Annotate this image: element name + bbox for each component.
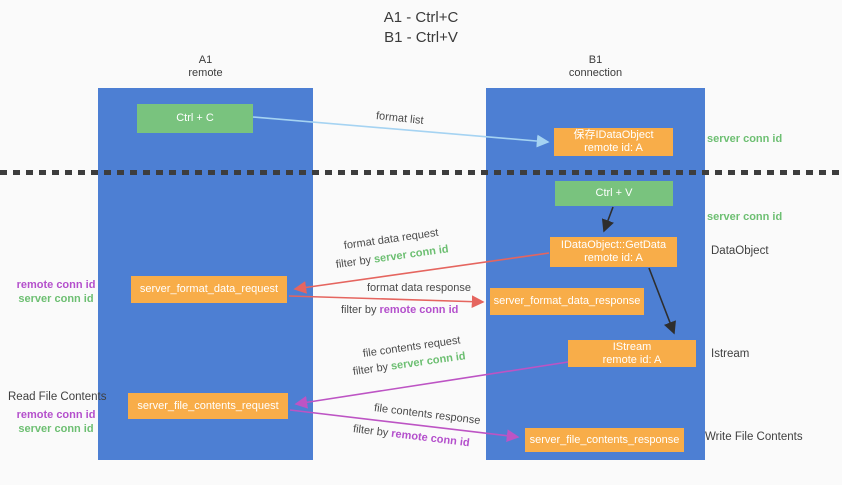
ctrl-c-label: Ctrl + C	[176, 112, 214, 124]
ctrl-v-node: Ctrl + V	[555, 181, 673, 206]
istream-side-label: Istream	[711, 348, 750, 360]
file-contents-response-label: file contents response	[373, 402, 482, 428]
dataobject-label: DataObject	[711, 245, 769, 257]
lane-a-header: A1 remote	[98, 54, 313, 80]
filter-by-remote-conn-id-label-1: filter by remote conn id	[341, 304, 458, 317]
server-format-data-response-label: server_format_data_response	[493, 295, 641, 307]
lane-a-subtitle: remote	[188, 67, 223, 79]
ctrl-v-label: Ctrl + V	[595, 187, 633, 199]
conn-id-pair-bottom: remote conn id server conn id	[14, 408, 98, 436]
getdata-line1: IDataObject::GetData	[560, 239, 667, 251]
lane-b-subtitle: connection	[568, 67, 623, 79]
session-separator-dotted-line	[0, 170, 842, 175]
save-dataobject-line1: 保存IDataObject	[573, 129, 654, 141]
save-dataobject-line2: remote id: A	[584, 142, 643, 154]
server-format-data-request-label: server_format_data_request	[139, 283, 279, 295]
istream-node: IStream remote id: A	[568, 340, 696, 367]
filter-by-text: filter by	[352, 360, 392, 378]
format-data-response-arrow	[288, 295, 485, 309]
title-line-2: B1 - Ctrl+V	[384, 29, 458, 46]
filter-by-remote-conn-id-label-2: filter by remote conn id	[352, 423, 470, 450]
filter-by-text: filter by	[341, 304, 380, 316]
getdata-line2: remote id: A	[584, 252, 643, 264]
diagram-title: A1 - Ctrl+C B1 - Ctrl+V	[0, 8, 842, 48]
conn-id-pair-top: remote conn id server conn id	[14, 278, 98, 306]
format-data-response-label: format data response	[367, 282, 471, 294]
server-conn-id-label-left-bottom: server conn id	[18, 423, 94, 435]
save-dataobject-node: 保存IDataObject remote id: A	[554, 128, 673, 156]
format-list-label: format list	[375, 110, 425, 127]
filter-by-text: filter by	[335, 253, 375, 271]
istream-line2: remote id: A	[602, 353, 662, 366]
server-conn-id-label-mid: server conn id	[707, 211, 783, 223]
title-line-1: A1 - Ctrl+C	[383, 9, 459, 26]
remote-conn-id-label-top: remote conn id	[16, 279, 96, 291]
getdata-node: IDataObject::GetData remote id: A	[550, 237, 677, 267]
server-conn-id-label-left-top: server conn id	[18, 293, 94, 305]
server-file-contents-response-label: server_file_contents_response	[529, 433, 680, 446]
server-file-contents-request-node: server_file_contents_request	[128, 393, 288, 419]
server-file-contents-response-node: server_file_contents_response	[525, 428, 684, 452]
lane-b-header: B1 connection	[486, 54, 705, 80]
server-format-data-response-node: server_format_data_response	[490, 288, 644, 315]
lane-b-name: B1	[588, 54, 603, 66]
remote-conn-id-highlight: remote conn id	[379, 304, 459, 316]
read-file-contents-label: Read File Contents	[8, 391, 107, 403]
lane-a-name: A1	[198, 54, 213, 66]
server-file-contents-request-label: server_file_contents_request	[137, 399, 279, 412]
remote-conn-id-label-bottom: remote conn id	[16, 409, 96, 421]
server-format-data-request-node: server_format_data_request	[131, 276, 287, 303]
server-conn-id-label-top: server conn id	[707, 133, 783, 145]
istream-line1: IStream	[612, 340, 652, 353]
remote-conn-id-highlight: remote conn id	[390, 427, 471, 450]
write-file-contents-label: Write File Contents	[705, 431, 803, 443]
filter-by-text: filter by	[352, 423, 393, 440]
ctrl-c-node: Ctrl + C	[137, 104, 253, 133]
